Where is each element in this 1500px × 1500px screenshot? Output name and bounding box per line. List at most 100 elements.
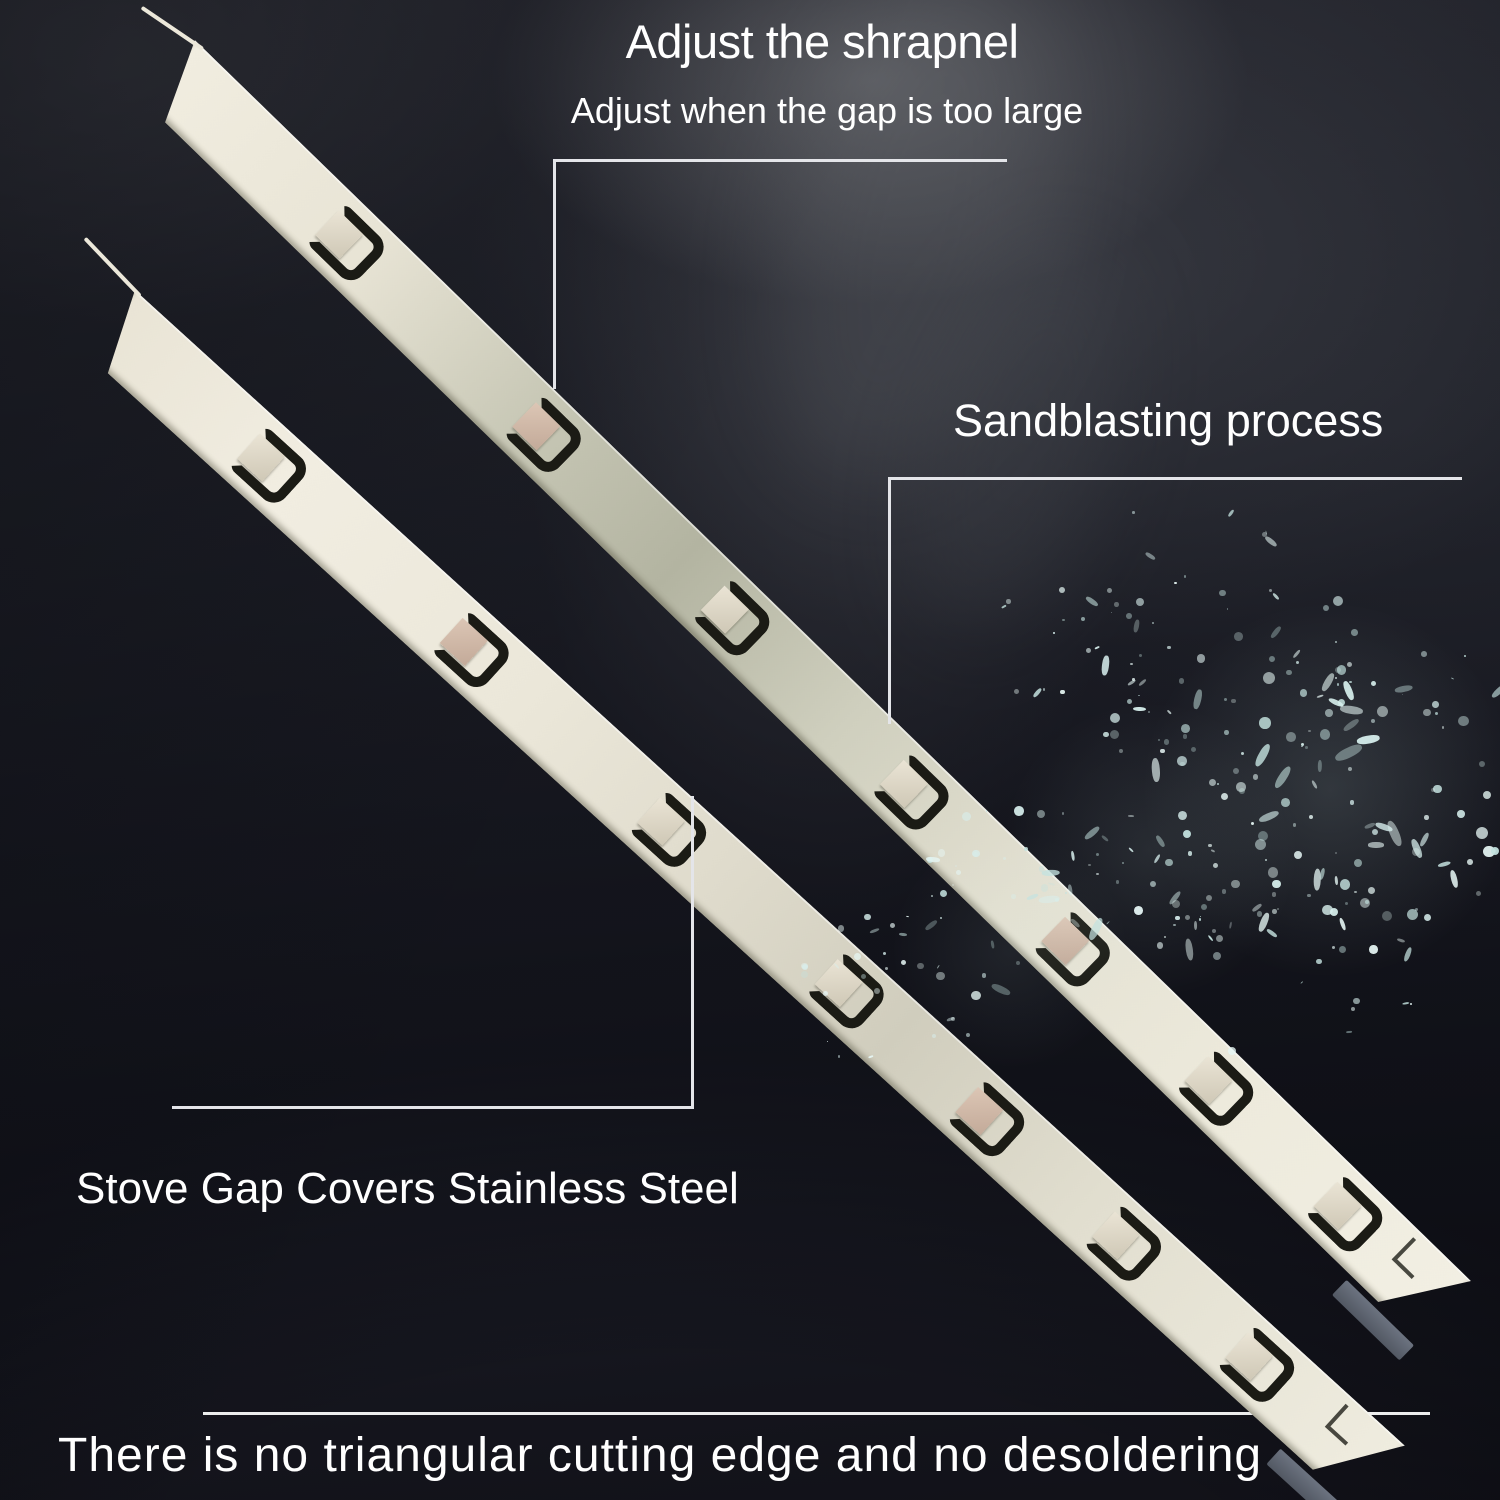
water-droplet bbox=[1442, 726, 1445, 729]
water-droplet bbox=[1333, 596, 1344, 607]
water-droplet bbox=[1234, 631, 1244, 641]
water-droplet bbox=[1223, 697, 1228, 702]
water-droplet bbox=[1175, 915, 1180, 921]
water-droplet bbox=[1406, 908, 1418, 920]
water-droplet bbox=[1479, 761, 1486, 768]
water-droplet bbox=[1349, 800, 1355, 805]
strip-edge-flange bbox=[140, 5, 205, 51]
water-droplet bbox=[1351, 1006, 1356, 1011]
water-droplet bbox=[1345, 902, 1349, 906]
water-droplet bbox=[1174, 581, 1177, 585]
water-droplet bbox=[1251, 821, 1255, 825]
water-droplet bbox=[1295, 660, 1300, 665]
water-droplet bbox=[1103, 731, 1109, 738]
water-droplet bbox=[1316, 958, 1322, 964]
water-droplet bbox=[1351, 629, 1358, 636]
water-droplet bbox=[1363, 821, 1376, 830]
water-droplet bbox=[1327, 697, 1345, 709]
water-droplet bbox=[1418, 831, 1431, 847]
water-droplet bbox=[1173, 923, 1176, 927]
water-droplet bbox=[1058, 587, 1065, 593]
water-droplet bbox=[1384, 819, 1404, 848]
water-droplet bbox=[1171, 899, 1180, 909]
water-droplet bbox=[885, 967, 889, 971]
water-droplet bbox=[1377, 706, 1389, 718]
water-droplet bbox=[1342, 717, 1361, 734]
water-droplet bbox=[1228, 921, 1233, 929]
water-droplet bbox=[1231, 879, 1240, 889]
water-droplet bbox=[837, 1055, 841, 1058]
water-droplet bbox=[1163, 739, 1169, 745]
water-droplet bbox=[1325, 709, 1333, 717]
water-droplet bbox=[1338, 699, 1346, 707]
water-droplet bbox=[1340, 879, 1351, 890]
callout-line-product-vertical bbox=[691, 796, 694, 1108]
water-droplet bbox=[1257, 831, 1268, 842]
water-droplet bbox=[1305, 746, 1309, 749]
water-droplet bbox=[1127, 846, 1134, 853]
water-droplet bbox=[1371, 680, 1377, 686]
water-droplet bbox=[1409, 1003, 1412, 1006]
water-droplet bbox=[1336, 683, 1340, 686]
water-droplet bbox=[1281, 798, 1290, 807]
water-droplet bbox=[1183, 575, 1187, 578]
water-droplet bbox=[1317, 760, 1322, 772]
water-droplet bbox=[1207, 843, 1212, 848]
water-droplet bbox=[1096, 873, 1099, 876]
water-droplet bbox=[1062, 619, 1065, 622]
water-droplet bbox=[1396, 937, 1406, 944]
water-droplet bbox=[1184, 938, 1195, 962]
water-droplet bbox=[1272, 879, 1281, 889]
water-droplet bbox=[1200, 915, 1202, 917]
water-droplet bbox=[1196, 654, 1206, 663]
water-droplet bbox=[1190, 746, 1197, 752]
water-droplet bbox=[1062, 812, 1065, 815]
water-droplet bbox=[1208, 778, 1217, 787]
water-droplet bbox=[1151, 758, 1161, 783]
water-droplet bbox=[1338, 917, 1347, 932]
water-droplet bbox=[1269, 625, 1283, 640]
water-droplet bbox=[1286, 731, 1296, 742]
water-droplet bbox=[1264, 534, 1279, 548]
water-droplet bbox=[1127, 698, 1133, 704]
water-droplet bbox=[1184, 914, 1191, 921]
water-droplet bbox=[1299, 689, 1308, 697]
water-droplet bbox=[1354, 858, 1363, 868]
water-droplet bbox=[1100, 834, 1110, 842]
callout-line-sandblasting-horizontal bbox=[888, 477, 1462, 480]
water-droplet bbox=[1313, 868, 1322, 892]
water-droplet bbox=[1132, 678, 1135, 681]
water-droplet bbox=[1224, 730, 1229, 736]
water-droplet bbox=[1308, 815, 1313, 819]
water-droplet bbox=[1334, 851, 1337, 854]
water-droplet bbox=[936, 971, 945, 981]
water-droplet bbox=[1262, 531, 1268, 538]
water-droplet bbox=[936, 964, 940, 969]
callout-line-product-horizontal bbox=[172, 1106, 694, 1109]
water-droplet bbox=[1212, 862, 1219, 869]
water-droplet bbox=[1194, 921, 1198, 931]
water-droplet bbox=[1211, 848, 1216, 853]
water-droplet bbox=[1100, 654, 1110, 675]
water-droplet bbox=[951, 1017, 955, 1022]
water-droplet bbox=[898, 932, 907, 937]
water-droplet bbox=[1334, 875, 1339, 885]
water-droplet bbox=[1060, 689, 1065, 694]
water-droplet bbox=[971, 990, 981, 1001]
water-droplet bbox=[1401, 693, 1404, 695]
water-droplet bbox=[1467, 859, 1473, 865]
water-droplet bbox=[946, 1016, 955, 1022]
water-droplet bbox=[1448, 869, 1460, 889]
water-droplet bbox=[1476, 827, 1489, 840]
water-droplet bbox=[1110, 712, 1121, 723]
water-droplet bbox=[1122, 862, 1125, 865]
water-droplet bbox=[1257, 911, 1263, 917]
water-droplet bbox=[1165, 858, 1173, 867]
water-droplet bbox=[1475, 891, 1481, 897]
water-droplet bbox=[1042, 688, 1046, 692]
water-droplet bbox=[1094, 645, 1100, 650]
water-droplet bbox=[1310, 779, 1318, 790]
water-droplet bbox=[864, 913, 871, 921]
water-droplet bbox=[1252, 903, 1263, 913]
